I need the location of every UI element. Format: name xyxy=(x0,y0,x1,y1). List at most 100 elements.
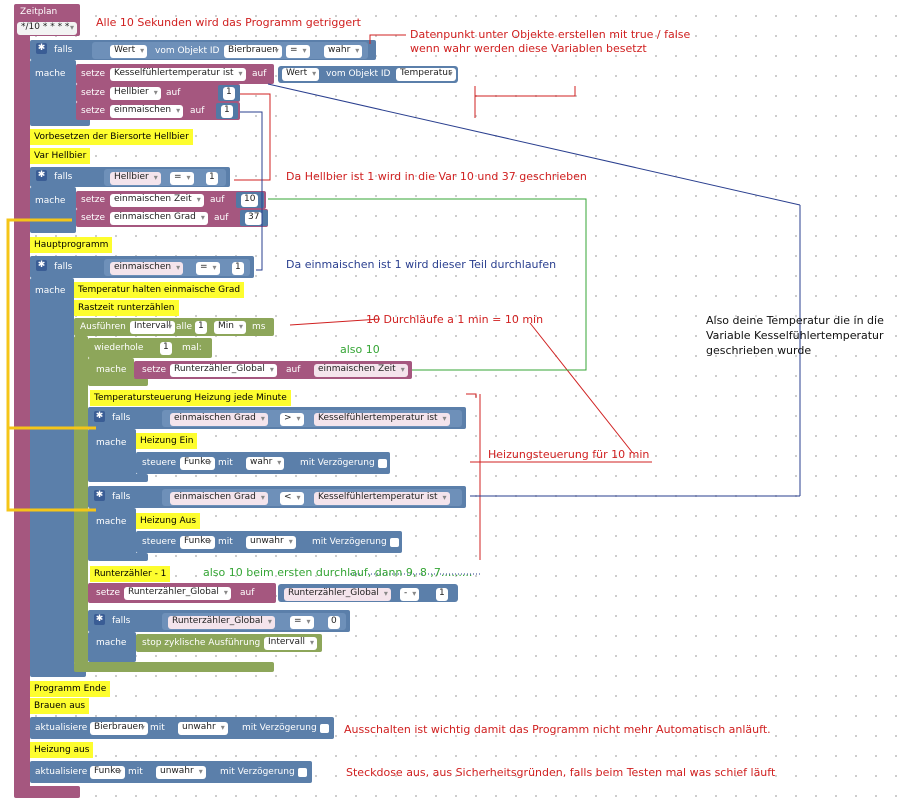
operator-dropdown[interactable]: < xyxy=(280,492,304,505)
comment-block[interactable]: Heizung aus xyxy=(30,742,94,758)
value-dropdown[interactable]: unwahr xyxy=(246,536,296,549)
mit-label: mit xyxy=(150,723,165,733)
right-var-dropdown[interactable]: Kesselfühlertemperatur ist xyxy=(314,492,450,505)
value-dropdown[interactable]: unwahr xyxy=(178,722,228,735)
var-dropdown[interactable]: Runterzähler_Global xyxy=(170,364,277,377)
interval-body xyxy=(74,336,88,664)
setze-label: setze xyxy=(142,365,167,375)
repeat-block[interactable] xyxy=(88,338,212,358)
operator-dropdown[interactable]: - xyxy=(400,588,420,601)
setze-label: setze xyxy=(81,106,106,116)
auf-label: auf xyxy=(190,106,205,116)
annotation-durchlaeufe: 10 Durchläufe a 1 min = 10 min xyxy=(366,313,544,326)
annotation-einmaischen: Da einmaischen ist 1 wird dieser Teil du… xyxy=(286,258,557,271)
unit-dropdown[interactable]: Min xyxy=(214,321,246,334)
delay-checkbox[interactable] xyxy=(390,538,399,547)
number-input[interactable]: 10 xyxy=(241,194,259,207)
var-dropdown[interactable]: Runterzähler_Global xyxy=(168,616,275,629)
var-dropdown[interactable]: Hellbier xyxy=(110,87,161,100)
gear-icon[interactable]: ✱ xyxy=(94,490,105,501)
number-input[interactable]: 0 xyxy=(328,616,340,629)
mit-label: mit xyxy=(128,767,143,777)
delay-checkbox[interactable] xyxy=(320,724,329,733)
delay-checkbox[interactable] xyxy=(378,459,387,468)
var-dropdown[interactable]: Hellbier xyxy=(110,172,161,185)
if-grad-less-foot xyxy=(88,553,148,561)
interval-name-dropdown[interactable]: Intervall xyxy=(264,637,317,650)
operator-dropdown[interactable]: = xyxy=(290,616,314,629)
if-grad-greater-body xyxy=(88,429,136,479)
operator-dropdown[interactable]: = xyxy=(286,45,310,58)
alle-label: alle xyxy=(176,322,193,332)
wert-dropdown[interactable]: Wert xyxy=(110,45,148,58)
gear-icon[interactable]: ✱ xyxy=(36,260,47,271)
object-field[interactable]: Funke xyxy=(180,457,215,470)
left-var-dropdown[interactable]: einmaischen Grad xyxy=(170,492,268,505)
value-dropdown[interactable]: einmaischen Zeit xyxy=(314,364,408,377)
setze-label: setze xyxy=(81,213,106,223)
var-dropdown[interactable]: einmaischen xyxy=(110,105,184,118)
comment-block[interactable]: Runterzähler - 1 xyxy=(90,566,171,582)
interval-foot xyxy=(74,662,274,672)
object-field[interactable]: Bierbrauen xyxy=(90,722,148,735)
objekt-field[interactable]: Bierbrauen xyxy=(224,45,282,58)
operator-dropdown[interactable]: = xyxy=(170,172,194,185)
comment-block[interactable]: Heizung Ein xyxy=(136,433,198,449)
var-dropdown[interactable]: Runterzähler_Global xyxy=(124,587,231,600)
left-var-dropdown[interactable]: einmaischen Grad xyxy=(170,413,268,426)
comment-block[interactable]: Rastzeit runterzählen xyxy=(74,300,179,316)
number-input[interactable]: 1 xyxy=(223,87,235,100)
gear-icon[interactable]: ✱ xyxy=(36,43,47,54)
number-input[interactable]: 1 xyxy=(206,172,218,185)
object-field[interactable]: Funke xyxy=(90,766,125,779)
delay-label: mit Verzögerung xyxy=(220,767,295,777)
if-grad-greater-foot xyxy=(88,474,148,482)
var-dropdown[interactable]: einmaischen Grad xyxy=(110,212,208,225)
number-input[interactable]: 1 xyxy=(195,321,207,334)
auf-label: auf xyxy=(210,195,225,205)
ausfuehren-label: Ausführen xyxy=(80,322,126,332)
if-grad-less-body xyxy=(88,508,136,558)
auf-label: auf xyxy=(240,588,255,598)
number-input[interactable]: 1 xyxy=(232,262,244,275)
number-input[interactable]: 1 xyxy=(160,342,172,355)
gear-icon[interactable]: ✱ xyxy=(36,170,47,181)
comment-block[interactable]: Vorbesetzen der Biersorte Hellbier xyxy=(30,129,193,145)
wert-dropdown[interactable]: Wert xyxy=(282,68,320,81)
operator-dropdown[interactable]: > xyxy=(280,413,304,426)
if-einmaischen-foot xyxy=(30,667,86,677)
steuere-label: steuere xyxy=(142,537,177,547)
object-field[interactable]: Funke xyxy=(180,536,215,549)
comment-block[interactable]: Heizung Aus xyxy=(136,513,201,529)
comment-block[interactable]: Temperatur halten einmaische Grad xyxy=(74,282,245,298)
var-dropdown[interactable]: einmaischen Zeit xyxy=(110,194,204,207)
number-input[interactable]: 1 xyxy=(221,105,233,118)
cron-input[interactable]: */10 * * * * xyxy=(17,22,77,35)
annotation-temperature-3: geschrieben wurde xyxy=(706,344,812,357)
number-input[interactable]: 37 xyxy=(245,212,263,225)
expr-var-dropdown[interactable]: Runterzähler_Global xyxy=(284,588,391,601)
comment-block[interactable]: Brauen aus xyxy=(30,698,90,714)
var-dropdown[interactable]: Kesselfühlertemperatur ist xyxy=(110,68,246,81)
falls-label: falls xyxy=(54,262,73,272)
value-dropdown[interactable]: wahr xyxy=(246,457,285,470)
comment-block[interactable]: Var Hellbier xyxy=(30,148,91,164)
interval-name-field[interactable]: Intervall xyxy=(130,321,175,334)
comment-block[interactable]: Temperatursteuerung Heizung jede Minute xyxy=(90,390,291,406)
gear-icon[interactable]: ✱ xyxy=(94,614,105,625)
right-var-dropdown[interactable]: Kesselfühlertemperatur ist xyxy=(314,413,450,426)
var-dropdown[interactable]: einmaischen xyxy=(110,262,184,275)
auf-label: auf xyxy=(166,88,181,98)
gear-icon[interactable]: ✱ xyxy=(94,411,105,422)
comment-block[interactable]: Hauptprogramm xyxy=(30,237,113,253)
ms-label: ms xyxy=(252,322,266,332)
value-dropdown[interactable]: wahr xyxy=(324,45,363,58)
repeat-foot xyxy=(88,378,148,386)
delay-checkbox[interactable] xyxy=(298,768,307,777)
number-input[interactable]: 1 xyxy=(436,588,448,601)
objekt-field[interactable]: Temperatur xyxy=(396,68,456,81)
value-dropdown[interactable]: unwahr xyxy=(156,766,206,779)
aktualisiere-label: aktualisiere xyxy=(35,723,88,733)
comment-block[interactable]: Programm Ende xyxy=(30,681,111,697)
operator-dropdown[interactable]: = xyxy=(196,262,220,275)
